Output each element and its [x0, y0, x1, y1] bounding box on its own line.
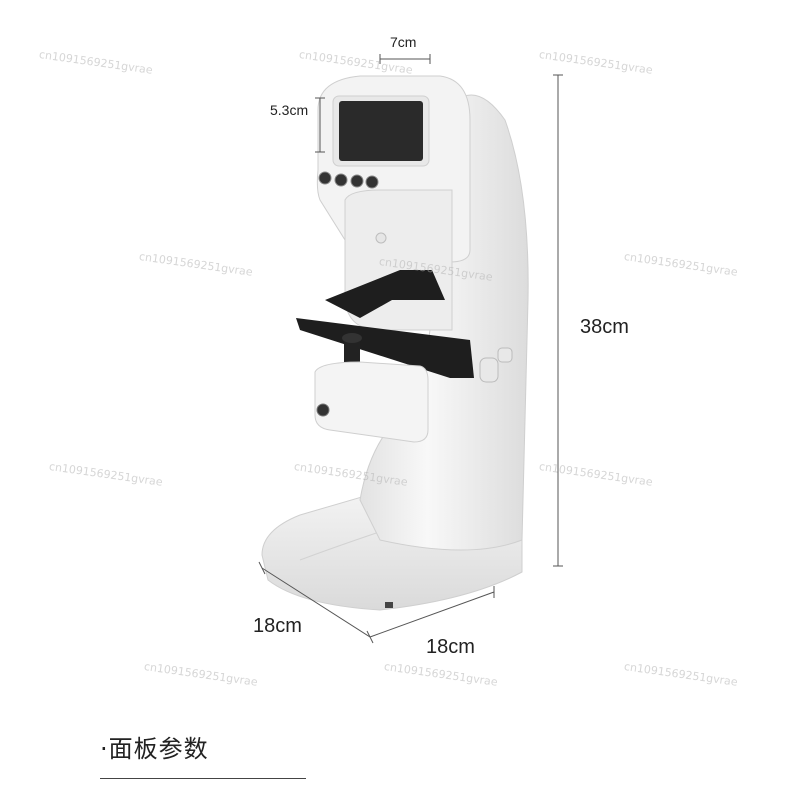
dimension-height: 38cm	[580, 316, 629, 338]
side-knob	[375, 232, 387, 244]
section-heading: ·面板参数	[100, 735, 209, 763]
dimension-lines	[258, 54, 563, 644]
base-foot	[385, 602, 393, 608]
section-divider	[100, 778, 306, 779]
panel-button-3	[350, 174, 364, 188]
display-screen	[339, 101, 423, 161]
lens-holder-knob	[479, 357, 499, 383]
lower-housing	[314, 361, 429, 443]
panel-button-4	[365, 175, 379, 189]
dimension-screen-width: 7cm	[390, 34, 417, 50]
lower-button	[316, 403, 330, 417]
dimension-screen-height: 5.3cm	[270, 102, 309, 118]
lens-holder-knob-small	[497, 347, 513, 363]
lens-clamp	[325, 270, 445, 318]
panel-button-2	[334, 173, 348, 187]
lens-table	[296, 318, 474, 378]
dimension-depth: 18cm	[253, 615, 302, 637]
lens-support-post	[344, 338, 360, 368]
dimension-width: 18cm	[426, 636, 475, 658]
panel-button-1	[318, 171, 332, 185]
lens-support-cap	[342, 333, 362, 343]
